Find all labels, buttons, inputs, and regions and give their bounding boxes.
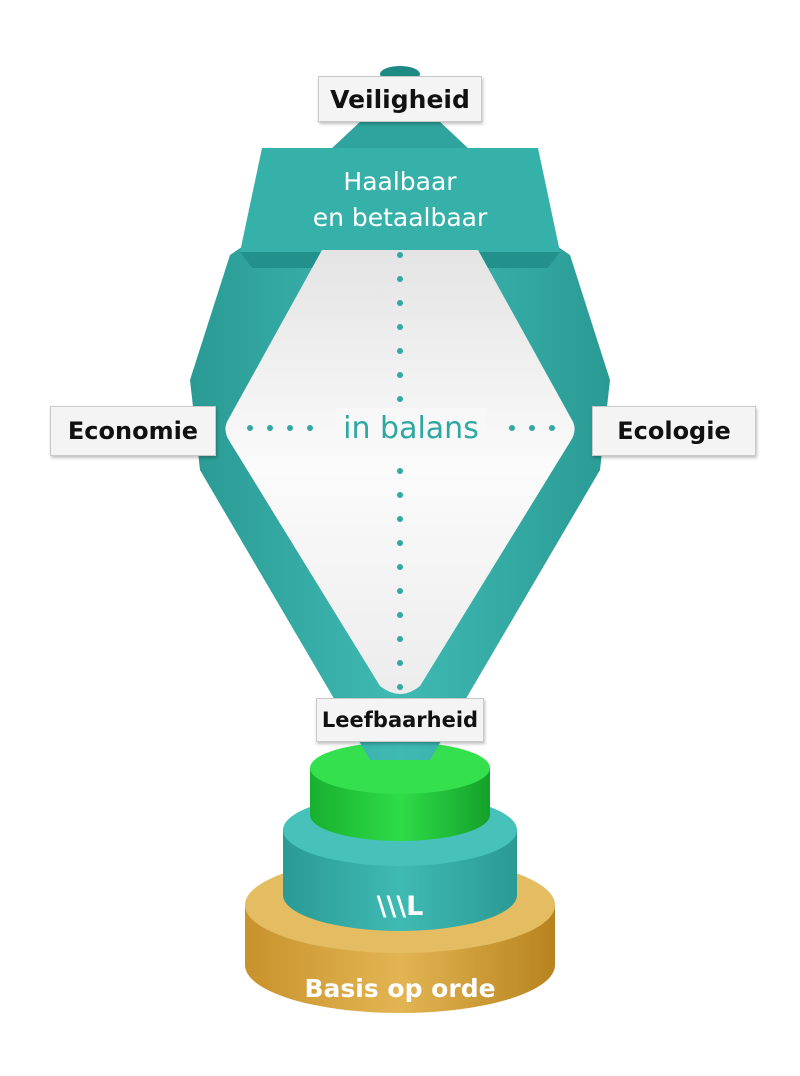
dot: [397, 540, 403, 546]
dot: [397, 324, 403, 330]
dot: [397, 396, 403, 402]
dot: [397, 660, 403, 666]
dot: [397, 588, 403, 594]
label-leefbaarheid: Leefbaarheid: [316, 698, 484, 742]
dot: [397, 564, 403, 570]
dot: [247, 425, 253, 431]
vertical-dotted-line: [397, 252, 403, 690]
center-text: in balans: [343, 411, 479, 446]
dot: [267, 425, 273, 431]
dot: [397, 252, 403, 258]
dot: [287, 425, 293, 431]
base-text: Basis op orde: [304, 974, 495, 1003]
dot: [397, 300, 403, 306]
banner-line-1: Haalbaar: [343, 167, 457, 196]
label-veiligheid: Veiligheid: [318, 76, 482, 122]
base-green-disk: [310, 742, 490, 841]
dot: [397, 348, 403, 354]
dot: [529, 425, 535, 431]
dot: [397, 612, 403, 618]
dot: [397, 684, 403, 690]
logo-mark: \\\L: [377, 891, 424, 922]
dot: [397, 516, 403, 522]
dot: [397, 372, 403, 378]
dot: [397, 276, 403, 282]
dot: [307, 425, 313, 431]
dot: [397, 636, 403, 642]
dot: [509, 425, 515, 431]
banner-line-2: en betaalbaar: [313, 203, 488, 232]
dot: [549, 425, 555, 431]
label-ecologie: Ecologie: [592, 406, 756, 456]
label-economie: Economie: [50, 406, 216, 456]
center-text-backdrop: [336, 408, 486, 450]
horizontal-dotted-line: [247, 425, 555, 431]
dot: [397, 468, 403, 474]
dot: [397, 492, 403, 498]
